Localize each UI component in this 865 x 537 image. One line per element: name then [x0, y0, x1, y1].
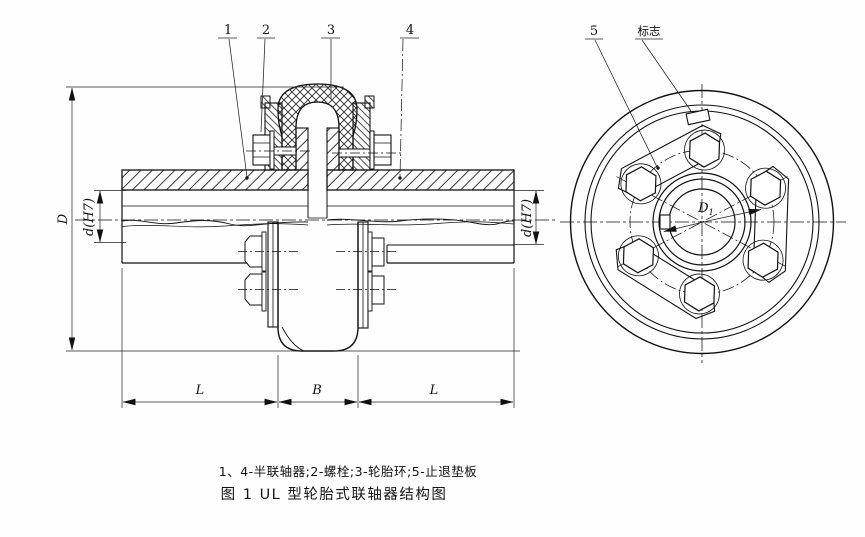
callout-2: 2	[262, 23, 270, 38]
left-flange-section	[295, 127, 309, 171]
section-view	[75, 83, 558, 352]
mark-label: 标志	[638, 24, 661, 38]
callout-1: 1	[224, 23, 232, 38]
front-view	[560, 84, 846, 363]
right-bolt	[332, 130, 402, 170]
outer-rim-circle	[569, 89, 835, 355]
bottom-bolt-heads-left	[244, 231, 267, 312]
right-pressure-plate-section	[352, 102, 371, 171]
dimension-d-right	[514, 190, 544, 245]
dimension-D	[66, 86, 520, 352]
mark-plate	[685, 108, 711, 126]
callout-leaders	[218, 37, 692, 180]
dim-label-d-left: d(H7)	[82, 198, 97, 236]
dimension-d-left	[94, 190, 126, 243]
figure-title: 图 1 UL 型轮胎式联轴器结构图	[221, 486, 448, 503]
right-flange-section	[326, 127, 340, 171]
dimension-D1	[663, 208, 762, 232]
tire-external-outline	[277, 222, 359, 352]
dim-label-B: B	[311, 383, 322, 398]
shaft-break-left	[121, 219, 309, 227]
dimension-LBL	[121, 268, 515, 408]
figure-legend: 1、4-半联轴器;2-螺栓;3-轮胎环;5-止退垫板	[219, 464, 477, 479]
callout-3: 3	[327, 23, 335, 38]
callout-4: 4	[406, 23, 414, 38]
dim-label-D1: D1	[697, 201, 714, 218]
dim-label-D: D	[56, 213, 71, 225]
dim-label-L-left: L	[195, 383, 205, 398]
dim-label-L-right: L	[429, 383, 439, 398]
bottom-nuts-right	[367, 231, 385, 312]
left-bolt	[246, 130, 312, 170]
bolt-circle	[629, 149, 775, 295]
callout-5: 5	[590, 24, 598, 39]
shaft-break-right	[326, 218, 515, 226]
bolt-heads	[618, 129, 786, 315]
dim-label-d-right: d(H7)	[520, 199, 535, 237]
right-hub-section	[326, 169, 515, 191]
keyway	[659, 214, 671, 230]
left-hub-section	[121, 169, 309, 191]
